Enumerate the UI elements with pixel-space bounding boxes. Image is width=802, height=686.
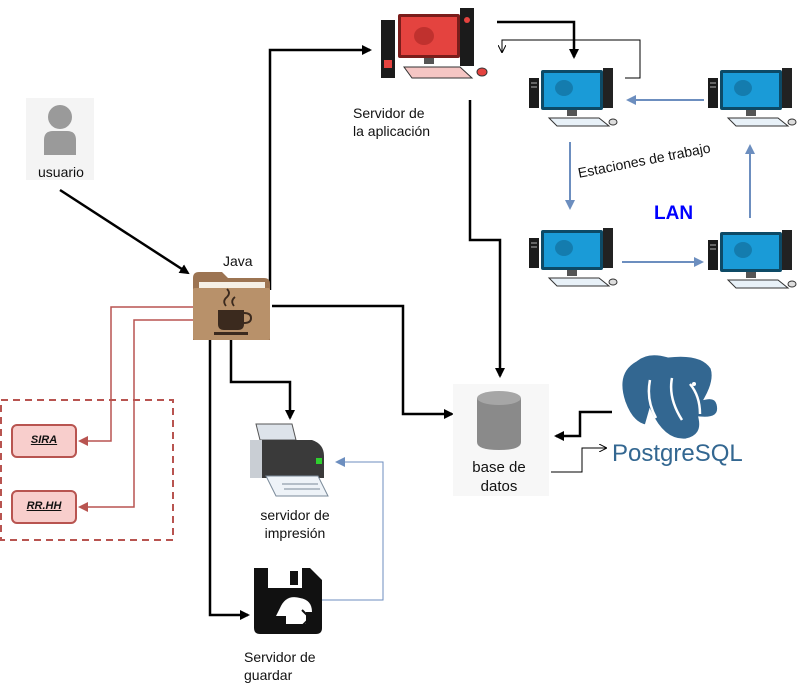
usuario-label: usuario — [38, 164, 84, 180]
arrow-java-to-backup — [208, 340, 250, 620]
user-icon — [26, 98, 94, 180]
arrow-java-to-database — [272, 304, 454, 419]
arrow-server-to-workstations — [497, 20, 579, 59]
print-server-label: servidor de impresión — [245, 506, 345, 542]
database-label: base de datos — [455, 458, 543, 496]
arrow-java-to-printer — [229, 340, 295, 420]
arrow-java-to-sira — [78, 306, 193, 446]
database-label-line2: datos — [480, 478, 518, 495]
arrow-server-to-database — [468, 100, 505, 378]
app-server-label-line2: la aplicación — [353, 123, 431, 139]
save-disk-icon — [254, 568, 322, 634]
workstation-icon-bottom-right — [707, 229, 797, 289]
print-server-label-line2: impresión — [264, 525, 326, 541]
arrow-java-to-rrhh — [78, 319, 193, 512]
backup-server-label: Servidor de guardar — [244, 648, 316, 684]
app-server-label: Servidor de la aplicación — [353, 104, 430, 140]
print-server-label-line1: servidor de — [260, 507, 330, 523]
workstation-icon-top-right — [707, 67, 797, 127]
arrow-workstations-to-server — [502, 39, 641, 79]
postgresql-label: PostgreSQL — [612, 440, 743, 467]
java-label: Java — [223, 253, 253, 269]
database-icon — [453, 384, 549, 496]
workstation-icon-bottom-left — [528, 227, 618, 287]
printer-icon — [250, 423, 329, 497]
arrow-backup-to-printer — [322, 457, 384, 601]
postgresql-elephant-icon — [619, 352, 721, 442]
database-label-line1: base de — [472, 459, 526, 476]
sira-label: SIRA — [30, 434, 58, 446]
rrhh-box — [11, 490, 77, 524]
java-folder-icon — [193, 272, 270, 340]
workstation-icon-top-left — [528, 67, 618, 127]
backup-server-label-line1: Servidor de — [244, 649, 316, 665]
backup-server-label-line2: guardar — [244, 667, 293, 683]
external-systems-group — [0, 399, 174, 541]
arrow-java-to-app-server — [268, 45, 372, 290]
lan-label: LAN — [654, 203, 694, 224]
rrhh-label: RR.HH — [26, 500, 62, 512]
server-computer-icon — [381, 8, 488, 79]
app-server-label-line1: Servidor de — [353, 105, 425, 121]
arrow-user-to-java — [59, 188, 190, 275]
sira-box — [11, 424, 77, 458]
arrow-postgres-to-database — [554, 410, 612, 441]
arrow-database-to-postgres — [551, 448, 606, 473]
